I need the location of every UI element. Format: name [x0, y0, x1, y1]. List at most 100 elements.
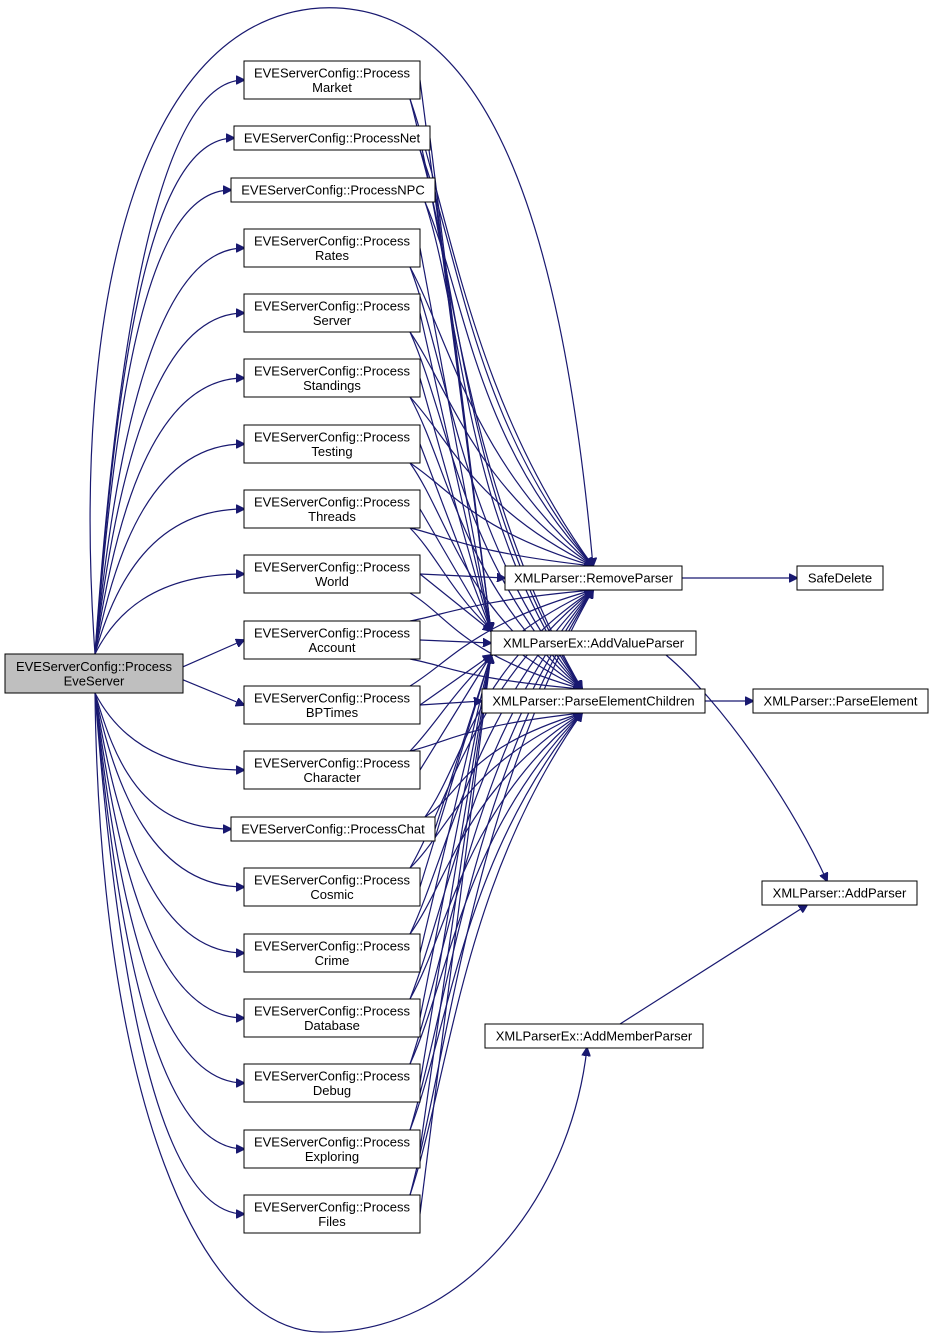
edge-exploring-to-removeparser — [409, 590, 593, 1131]
node-parseelement[interactable]: XMLParser::ParseElement — [752, 688, 929, 714]
edge-root-to-files — [94, 692, 244, 1214]
node-label: Server — [313, 313, 352, 328]
edge-bptimes-to-parseelementchildren — [419, 701, 482, 705]
node-box — [243, 867, 421, 907]
node-label: EVEServerConfig::ProcessNet — [244, 131, 421, 146]
node-safedelete[interactable]: SafeDelete — [796, 565, 884, 591]
edge-world-to-removeparser — [419, 574, 505, 578]
edge-root-to-rates — [94, 248, 244, 655]
node-label: XMLParser::ParseElement — [764, 694, 918, 709]
edge-rates-to-parseelementchildren — [409, 266, 582, 689]
edge-testing-to-parseelementchildren — [409, 462, 582, 689]
node-label: World — [315, 574, 349, 589]
edge-server-to-removeparser — [409, 331, 593, 566]
node-label: XMLParser::RemoveParser — [514, 571, 674, 586]
node-label: EVEServerConfig::Process — [254, 690, 411, 705]
node-chat[interactable]: EVEServerConfig::ProcessChat — [230, 816, 436, 842]
edge-database-to-parseelementchildren — [409, 713, 582, 1000]
edge-cosmic-to-parseelementchildren — [409, 713, 582, 869]
node-box — [4, 653, 184, 694]
node-addvalueparser[interactable]: XMLParserEx::AddValueParser — [490, 630, 697, 656]
edge-root-to-chat — [94, 692, 231, 829]
edge-world-to-addvalueparser — [419, 573, 491, 631]
node-box — [243, 60, 421, 100]
node-addparser[interactable]: XMLParser::AddParser — [761, 880, 918, 906]
node-npc[interactable]: EVEServerConfig::ProcessNPC — [230, 177, 436, 203]
edge-exploring-to-addvalueparser — [419, 655, 491, 1150]
node-removeparser[interactable]: XMLParser::RemoveParser — [504, 565, 683, 591]
node-box — [484, 1023, 704, 1049]
node-box — [243, 685, 421, 725]
node-label: EVEServerConfig::Process — [254, 298, 411, 313]
node-label: EVEServerConfig::Process — [254, 1199, 411, 1214]
edge-root-to-world — [94, 574, 244, 655]
node-parseelementchildren[interactable]: XMLParser::ParseElementChildren — [481, 688, 706, 714]
node-label: Cosmic — [310, 887, 354, 902]
node-box — [243, 933, 421, 973]
edge-bptimes-to-removeparser — [409, 590, 593, 687]
node-label: BPTimes — [306, 705, 359, 720]
node-label: EVEServerConfig::ProcessChat — [241, 822, 425, 837]
edge-rates-to-removeparser — [409, 266, 593, 566]
node-box — [490, 630, 697, 656]
edge-addvalueparser-to-addparser — [665, 654, 827, 881]
node-box — [243, 750, 421, 790]
edge-root-to-debug — [94, 692, 244, 1083]
node-label: EveServer — [64, 673, 125, 688]
node-box — [481, 688, 706, 714]
node-label: EVEServerConfig::Process — [254, 65, 411, 80]
edge-character-to-addvalueparser — [419, 655, 491, 771]
node-box — [243, 998, 421, 1038]
node-addmemberparser[interactable]: XMLParserEx::AddMemberParser — [484, 1023, 704, 1049]
node-label: EVEServerConfig::Process — [254, 938, 411, 953]
node-label: XMLParserEx::AddMemberParser — [496, 1029, 693, 1044]
edge-threads-to-addvalueparser — [419, 508, 491, 631]
edge-testing-to-addvalueparser — [419, 443, 491, 631]
node-label: Files — [318, 1214, 346, 1229]
node-label: XMLParser::ParseElementChildren — [492, 694, 694, 709]
node-label: EVEServerConfig::ProcessNPC — [241, 183, 425, 198]
node-label: Database — [304, 1018, 360, 1033]
node-net[interactable]: EVEServerConfig::ProcessNet — [233, 125, 431, 151]
edge-files-to-addvalueparser — [419, 655, 491, 1215]
edge-root-to-testing — [94, 444, 244, 655]
node-label: EVEServerConfig::Process — [254, 363, 411, 378]
node-box — [243, 358, 421, 398]
node-box — [243, 489, 421, 529]
node-label: Rates — [315, 248, 349, 263]
edge-root-to-market — [94, 80, 244, 655]
edge-root-to-removeparser — [89, 7, 593, 655]
edge-root-to-cosmic — [94, 692, 244, 887]
node-box — [243, 228, 421, 268]
edges-layer — [89, 7, 827, 1333]
node-label: EVEServerConfig::Process — [254, 1134, 411, 1149]
edge-npc-to-addvalueparser — [434, 189, 491, 631]
edge-root-to-account — [182, 640, 244, 668]
edge-root-to-database — [94, 692, 244, 1018]
edge-debug-to-removeparser — [409, 590, 593, 1065]
edge-crime-to-addvalueparser — [419, 655, 491, 954]
edge-root-to-npc — [94, 190, 231, 655]
edge-addmemberparser-to-addparser — [619, 905, 807, 1025]
node-box — [243, 1129, 421, 1169]
edge-cosmic-to-addvalueparser — [419, 655, 491, 888]
node-box — [243, 424, 421, 464]
